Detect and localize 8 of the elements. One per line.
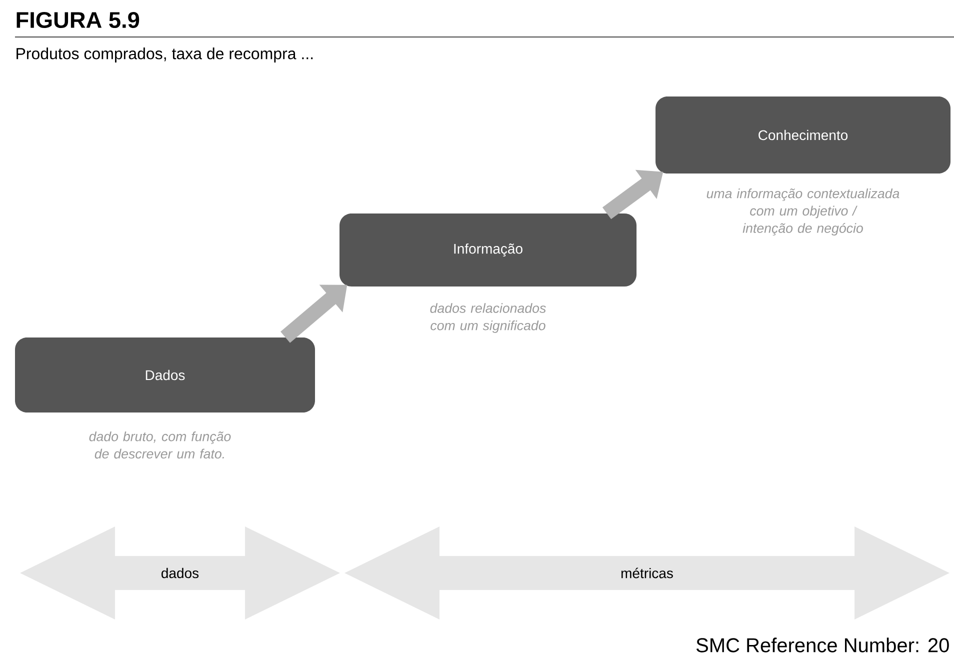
caption-text: uma informação contextualizada com um objetivo / intenção de negócio: [706, 188, 900, 236]
rounded-box: Dados: [15, 338, 315, 412]
figure-title: FIGURA 5.9: [16, 12, 140, 28]
caption-text: dado bruto, com função de descrever um fato.: [89, 431, 231, 459]
rounded-box: Conhecimento: [656, 96, 950, 174]
rounded-box: Informação: [340, 214, 636, 286]
subtitle: Produtos comprados, taxa de recompra ...: [16, 48, 313, 62]
caption-text: dados relacionados com um significado: [430, 303, 546, 333]
